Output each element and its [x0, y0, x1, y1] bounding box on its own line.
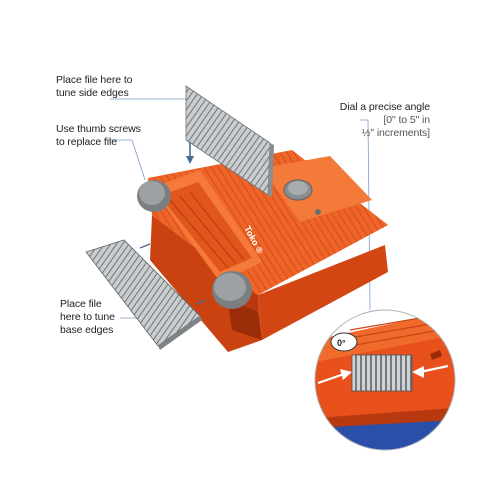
file-icon — [85, 239, 202, 350]
callout-base-edges: Place file here to tune base edges — [60, 298, 115, 337]
file-icon — [185, 85, 274, 197]
callout-thumb-screws-line1: Use thumb screws — [56, 123, 141, 135]
callout-dial-angle-line2: [0" to 5" in — [383, 114, 430, 126]
callout-side-edges-line1: Place file here to — [56, 74, 133, 86]
callout-dial-angle-line1: Dial a precise angle — [339, 101, 430, 113]
callout-side-edges-line2: tune side edges — [56, 87, 129, 99]
insert-arrow-icon — [186, 142, 194, 164]
inset-dial-label: 0° — [337, 338, 346, 348]
callout-dial-angle-line3: ½" increments] — [361, 127, 430, 139]
zoom-inset: 0° — [314, 309, 456, 451]
leader-thumb-screws-b — [131, 139, 146, 181]
squeeze-arrows — [317, 364, 449, 385]
callout-base-edges-line3: base edges — [60, 324, 114, 336]
callout-dial-angle: Dial a precise angle [0" to 5" in ½" inc… — [340, 101, 430, 140]
callout-thumb-screws: Use thumb screws to replace file — [56, 123, 141, 149]
callout-base-edges-line2: here to tune — [60, 311, 115, 323]
insert-arrow-icon — [139, 243, 207, 305]
callout-side-edges: Place file here to tune side edges — [56, 74, 133, 100]
callout-thumb-screws-line2: to replace file — [56, 136, 117, 148]
tuning-tool-body: Toko ® — [148, 150, 388, 352]
thumb-screw-icon — [212, 271, 252, 309]
angle-dial-icon — [283, 179, 321, 215]
thumb-screw-icon — [137, 180, 171, 212]
callout-base-edges-line1: Place file — [60, 298, 102, 310]
